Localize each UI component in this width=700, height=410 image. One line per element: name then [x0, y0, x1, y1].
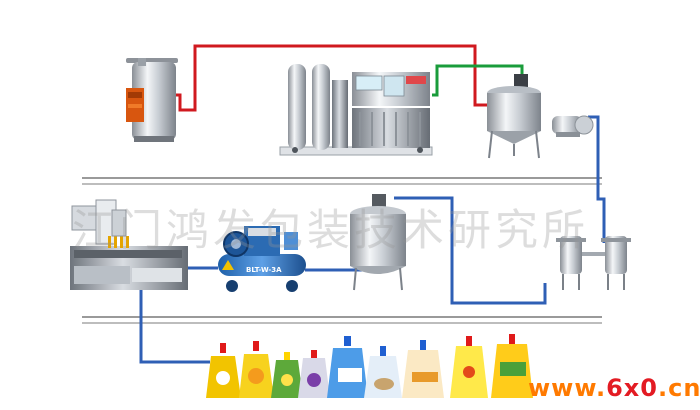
pouch-7: [402, 340, 444, 398]
filling-machine: [70, 199, 188, 290]
transfer-pump: [552, 115, 594, 137]
watermark-text: 江门鸿发包装技术研究所: [72, 206, 589, 256]
steam-boiler: [126, 58, 178, 142]
site-url-brand: 6x0: [606, 374, 658, 402]
sterile-water-pipe: [432, 64, 524, 97]
storage-tank: [350, 194, 406, 291]
mixing-tank: [487, 74, 541, 159]
pouch-5: [327, 336, 368, 398]
site-url-suffix: .cn: [658, 374, 700, 402]
site-url[interactable]: www.6x0.cn: [528, 374, 700, 402]
pouch-1: [206, 343, 241, 398]
pouch-6: [364, 346, 402, 398]
pouch-4: [298, 350, 330, 398]
pouch-9: [491, 334, 533, 398]
site-url-prefix: www.: [528, 374, 607, 402]
compressor-model-label: BLT-W-3A: [246, 266, 282, 274]
pouch-products: [206, 334, 533, 398]
water-treatment-system: [279, 64, 433, 156]
shelf-lines: [82, 177, 602, 324]
steam-pipe: [160, 44, 490, 112]
pouch-8: [450, 336, 488, 398]
air-compressor: [218, 226, 306, 292]
pouch-2: [239, 341, 274, 398]
pouch-3: [271, 352, 303, 398]
duplex-filter: [556, 236, 631, 290]
